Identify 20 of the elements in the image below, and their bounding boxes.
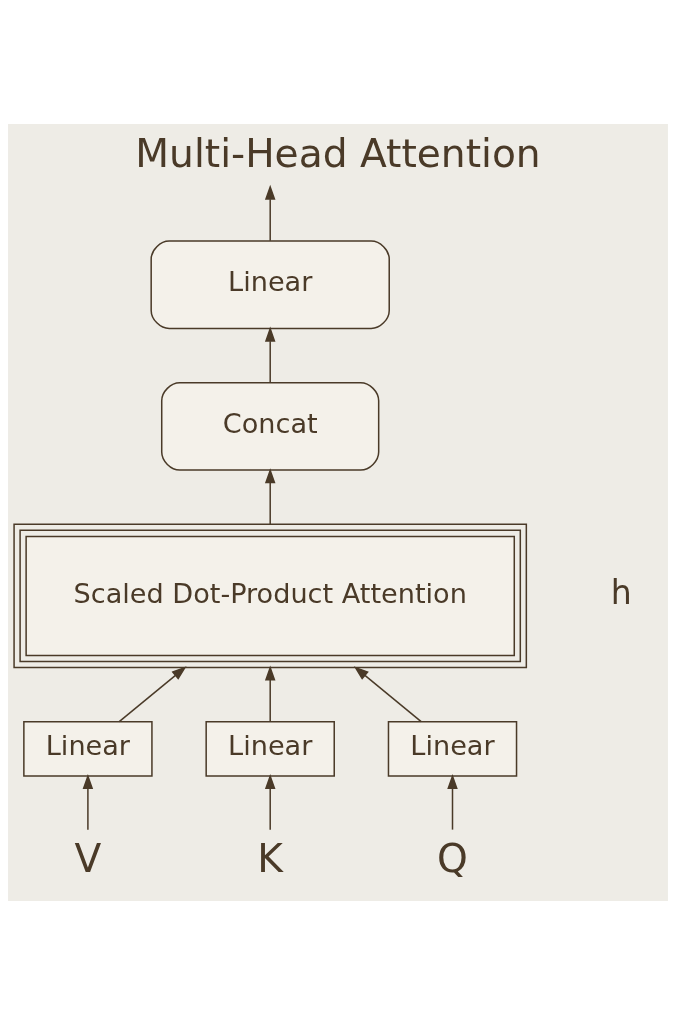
node-box: Linear bbox=[150, 239, 390, 329]
arrow bbox=[264, 326, 276, 383]
node-box: Linear bbox=[205, 720, 335, 777]
arrow bbox=[264, 664, 276, 722]
label: h bbox=[610, 572, 632, 612]
arrow bbox=[353, 665, 422, 722]
node-text: V bbox=[74, 835, 102, 881]
node-box: Linear bbox=[387, 720, 518, 777]
node-text: Q bbox=[437, 835, 468, 881]
node-box: Concat bbox=[160, 381, 380, 471]
arrow bbox=[118, 665, 187, 722]
arrow bbox=[264, 773, 276, 830]
node-text: K bbox=[257, 835, 284, 881]
arrow bbox=[447, 773, 458, 830]
arrow bbox=[82, 773, 94, 830]
diagram-title: Multi-Head Attention bbox=[135, 130, 541, 176]
arrow bbox=[264, 184, 276, 241]
arrow bbox=[264, 467, 276, 525]
node-box: Linear bbox=[23, 720, 153, 777]
node-box: Scaled Dot-Product Attention bbox=[13, 523, 528, 668]
